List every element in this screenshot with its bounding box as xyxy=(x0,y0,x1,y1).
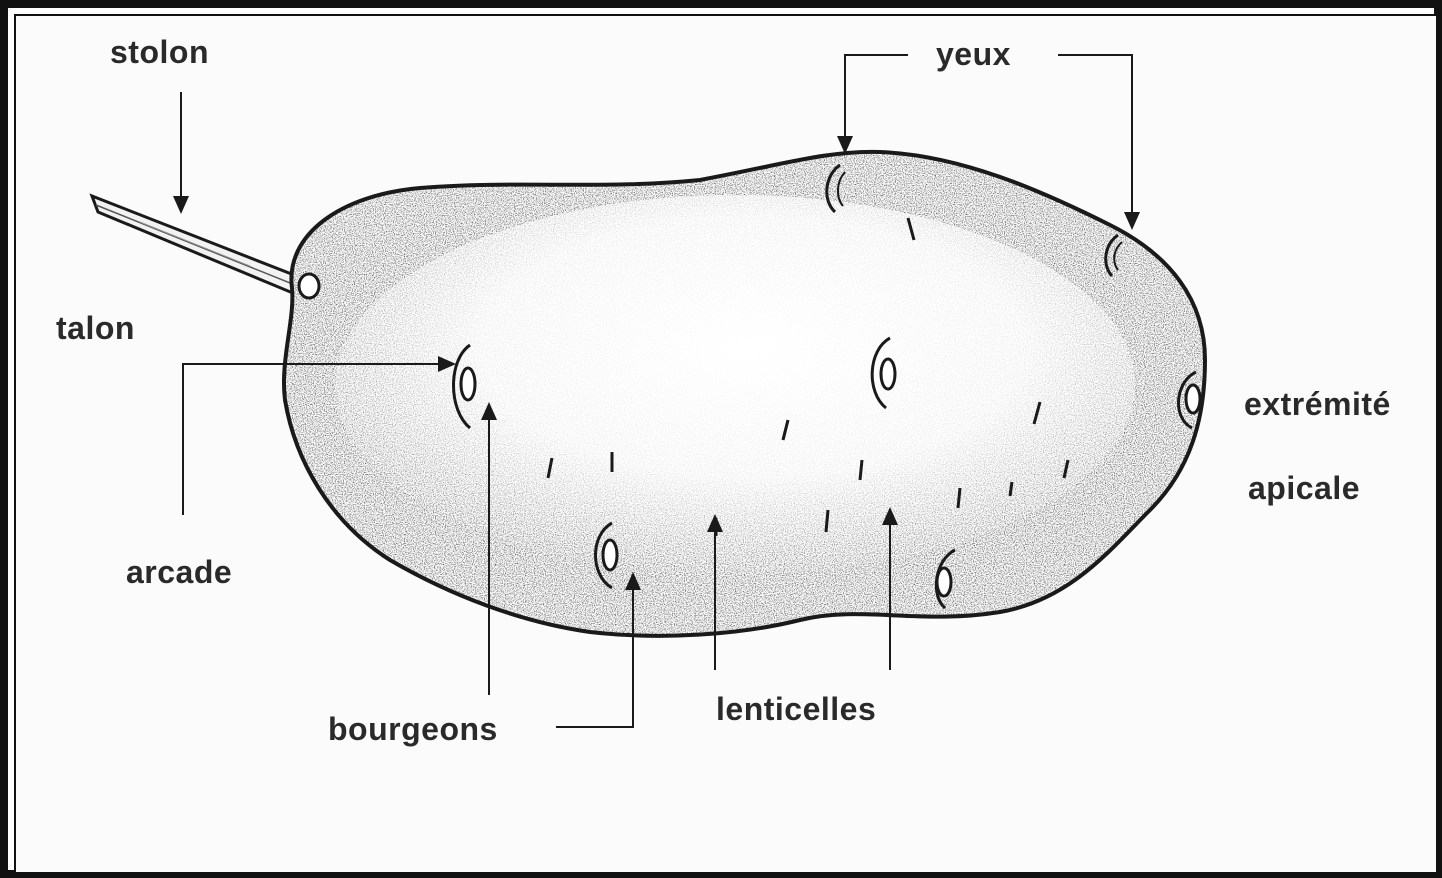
label-lenticelles: lenticelles xyxy=(716,693,876,725)
label-talon: talon xyxy=(56,312,135,344)
label-extremite: extrémité xyxy=(1244,388,1391,420)
label-apicale: apicale xyxy=(1248,472,1360,504)
potato-tuber xyxy=(270,140,1220,650)
label-bourgeons: bourgeons xyxy=(328,713,498,745)
label-stolon: stolon xyxy=(110,36,209,68)
stolon-stem xyxy=(92,196,312,296)
label-arcade: arcade xyxy=(126,556,232,588)
label-yeux: yeux xyxy=(936,38,1011,70)
